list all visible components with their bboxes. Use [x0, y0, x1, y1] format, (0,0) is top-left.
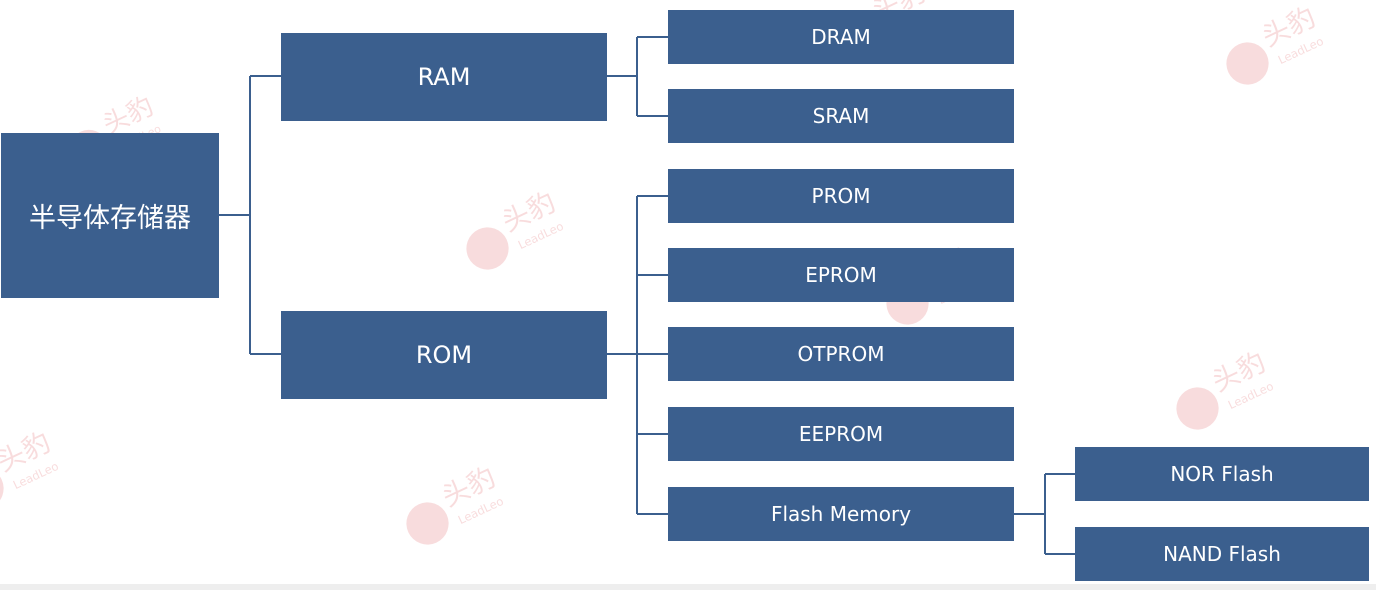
node-label: OTPROM: [797, 342, 885, 366]
node-semiconductor-memory: 半导体存储器: [1, 133, 219, 298]
connector-rom: [607, 195, 668, 515]
node-eeprom: EEPROM: [668, 407, 1014, 461]
node-label: EEPROM: [798, 422, 884, 446]
node-prom: PROM: [668, 169, 1014, 223]
node-flash-memory: Flash Memory: [668, 487, 1014, 541]
watermark-logo: 头豹 LeadLeo: [406, 462, 506, 545]
connector-root: [219, 75, 281, 355]
node-otprom: OTPROM: [668, 327, 1014, 381]
node-label: NAND Flash: [1163, 542, 1281, 566]
node-label: DRAM: [811, 25, 871, 49]
leopard-head-icon: [1226, 42, 1269, 85]
node-label: SRAM: [812, 104, 870, 128]
connector-ram: [607, 36, 668, 117]
node-label: 半导体存储器: [29, 203, 191, 234]
leopard-head-icon: [466, 227, 509, 270]
watermark-logo: 头豹 LeadLeo: [466, 187, 566, 270]
node-dram: DRAM: [668, 10, 1014, 64]
watermark-logo: 头豹 LeadLeo: [1226, 2, 1326, 85]
bottom-divider: [0, 584, 1376, 590]
node-label: EPROM: [805, 263, 877, 287]
leopard-head-icon: [1176, 387, 1219, 430]
node-eprom: EPROM: [668, 248, 1014, 302]
node-label: Flash Memory: [770, 502, 912, 526]
node-rom: ROM: [281, 311, 607, 399]
node-sram: SRAM: [668, 89, 1014, 143]
connector-flash: [1014, 473, 1075, 555]
node-ram: RAM: [281, 33, 607, 121]
leopard-head-icon: [406, 502, 449, 545]
node-label: NOR Flash: [1170, 462, 1274, 486]
node-label: ROM: [415, 341, 473, 369]
node-label: RAM: [417, 63, 471, 91]
watermark-logo: 头豹 LeadLeo: [1176, 347, 1276, 430]
node-nand-flash: NAND Flash: [1075, 527, 1369, 581]
watermark-logo: 头豹 LeadLeo: [0, 427, 61, 510]
node-nor-flash: NOR Flash: [1075, 447, 1369, 501]
node-label: PROM: [811, 184, 871, 208]
